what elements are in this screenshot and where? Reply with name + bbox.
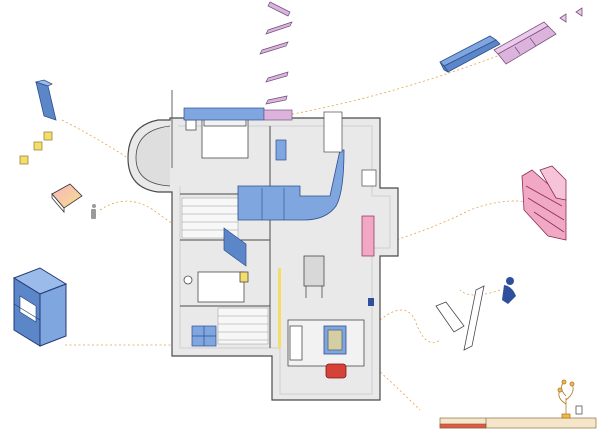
- sitting-figure: [502, 277, 516, 304]
- scale-bar: [439, 417, 597, 429]
- bed-middle: [183, 271, 249, 303]
- bed: [185, 115, 249, 159]
- small-figure-left: [91, 204, 96, 219]
- sofa: [287, 319, 365, 379]
- blue-cube-shelf: [12, 267, 68, 347]
- white-panels: [435, 285, 485, 351]
- floor-plan: [127, 90, 399, 401]
- blue-plan-cabinet: [191, 325, 217, 347]
- potted-plant: [557, 379, 583, 419]
- dining-table: [303, 255, 325, 298]
- pink-bookshelf: [521, 165, 567, 241]
- yellow-stools: [19, 131, 53, 165]
- blue-top-cabinet: [183, 107, 265, 121]
- lilac-wall-cabinet: [493, 7, 583, 65]
- blue-curved-cabinet: [237, 149, 345, 221]
- floating-shelf-pieces: [259, 1, 293, 105]
- side-table: [51, 183, 83, 214]
- blue-wall-cabinet: [439, 35, 501, 74]
- blue-cabinet: [34, 79, 57, 121]
